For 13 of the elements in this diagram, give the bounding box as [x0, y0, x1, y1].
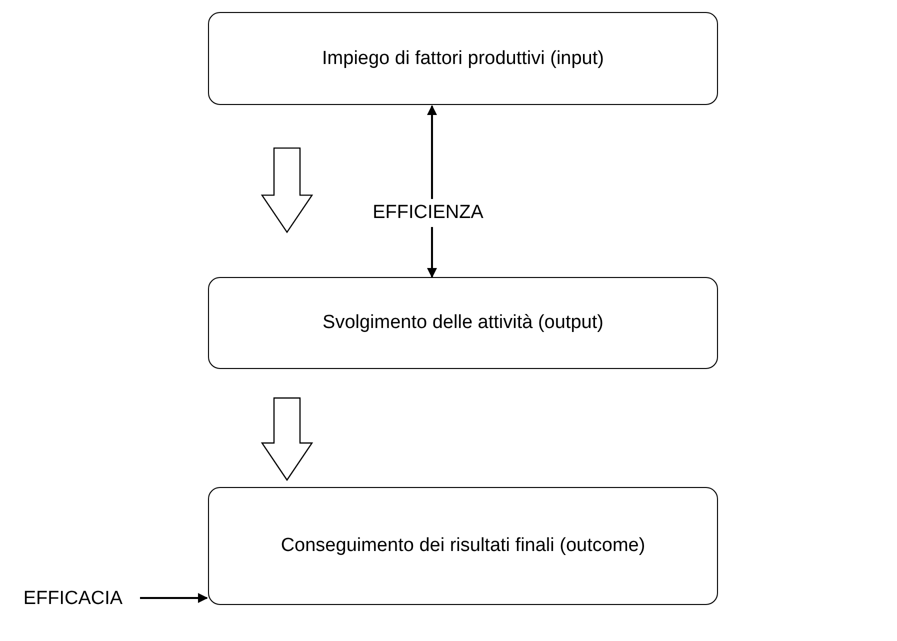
arrow: [427, 105, 437, 199]
process-box: [208, 12, 718, 105]
process-box: [208, 487, 718, 605]
block-arrow: [260, 397, 314, 482]
arrow: [427, 227, 437, 278]
box-label: Svolgimento delle attività (output): [322, 312, 604, 334]
side-label: EFFICIENZA: [372, 202, 484, 224]
box-label: Impiego di fattori produttivi (input): [322, 48, 604, 70]
process-box: [208, 277, 718, 369]
block-arrow: [260, 147, 314, 234]
arrow: [140, 593, 208, 603]
box-label: Conseguimento dei risultati finali (outcome): [280, 535, 646, 557]
side-label: EFFICACIA: [23, 588, 123, 610]
